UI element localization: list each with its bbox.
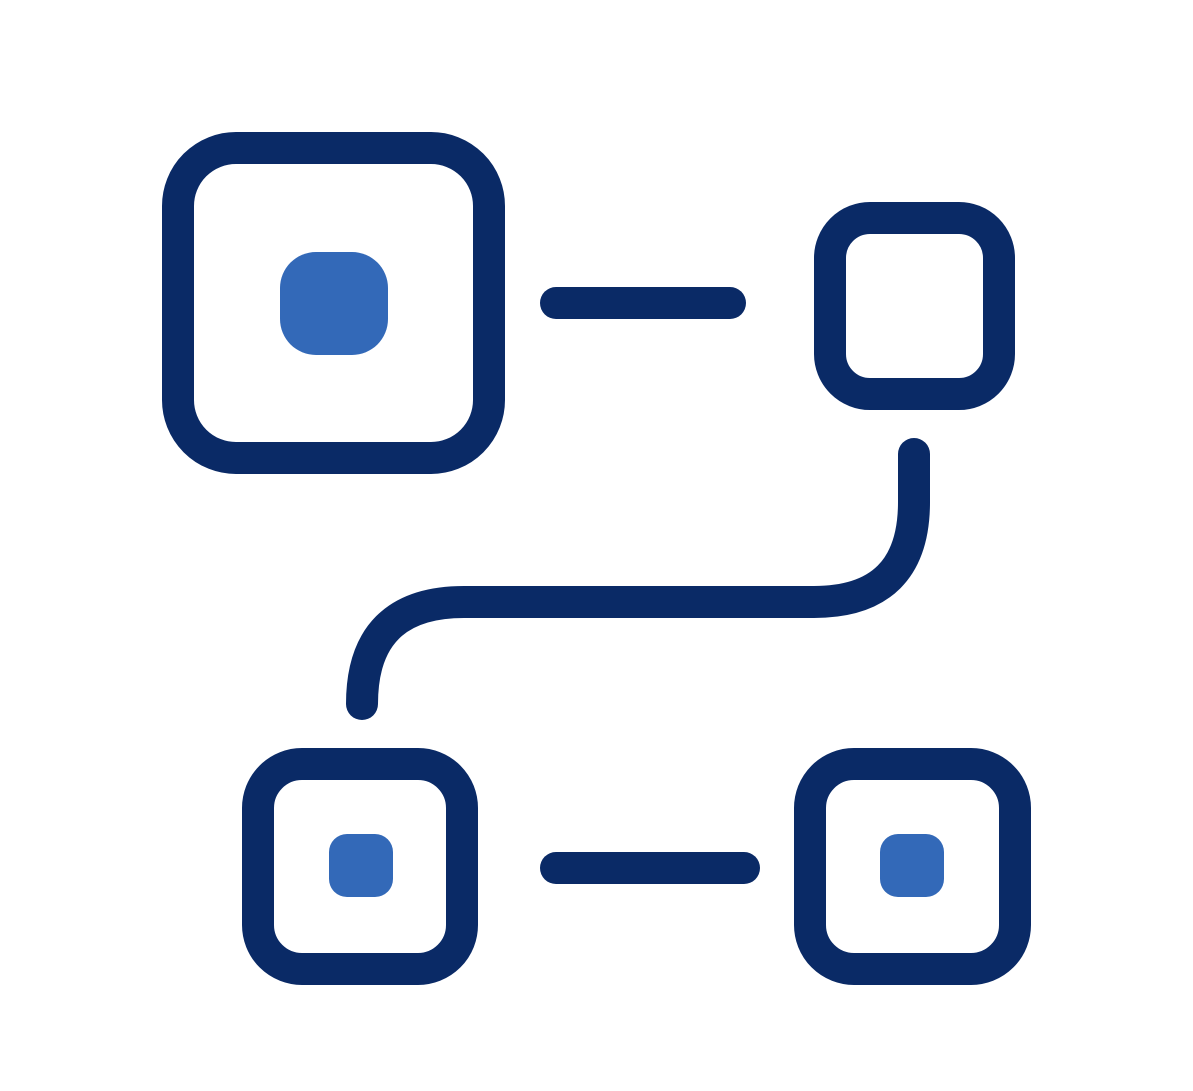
node-top-left-frame bbox=[162, 132, 505, 474]
node-top-right-frame bbox=[814, 202, 1015, 410]
node-bottom-right-frame bbox=[794, 748, 1031, 985]
connector-curve bbox=[346, 438, 930, 720]
node-bottom-left-center bbox=[329, 834, 393, 897]
node-top-left-center bbox=[280, 252, 388, 355]
node-bottom-right-center bbox=[880, 834, 944, 897]
node-bottom-left-frame bbox=[242, 748, 478, 985]
